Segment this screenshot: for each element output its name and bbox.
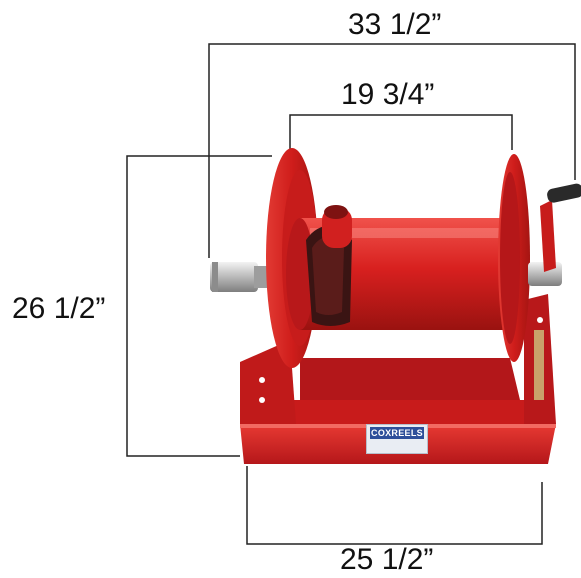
brand-label-plate: COXREELS	[366, 424, 428, 454]
reel-width-label: 19 3/4”	[341, 78, 435, 111]
left-axle	[210, 262, 274, 292]
overall-width-label: 33 1/2”	[348, 8, 442, 41]
height-dimension-line	[126, 155, 272, 457]
reel-width-dimension-line	[289, 114, 513, 152]
base-width-label: 25 1/2”	[340, 543, 434, 576]
dimension-lines	[126, 43, 576, 545]
overall-width-dimension-line	[208, 43, 576, 258]
height-label: 26 1/2”	[12, 292, 106, 325]
inlet-cavity	[306, 205, 352, 326]
brand-name: COXREELS	[370, 427, 424, 439]
base-width-dimension-line	[246, 466, 543, 545]
crank-handle	[528, 183, 581, 286]
base-frame	[240, 294, 556, 464]
